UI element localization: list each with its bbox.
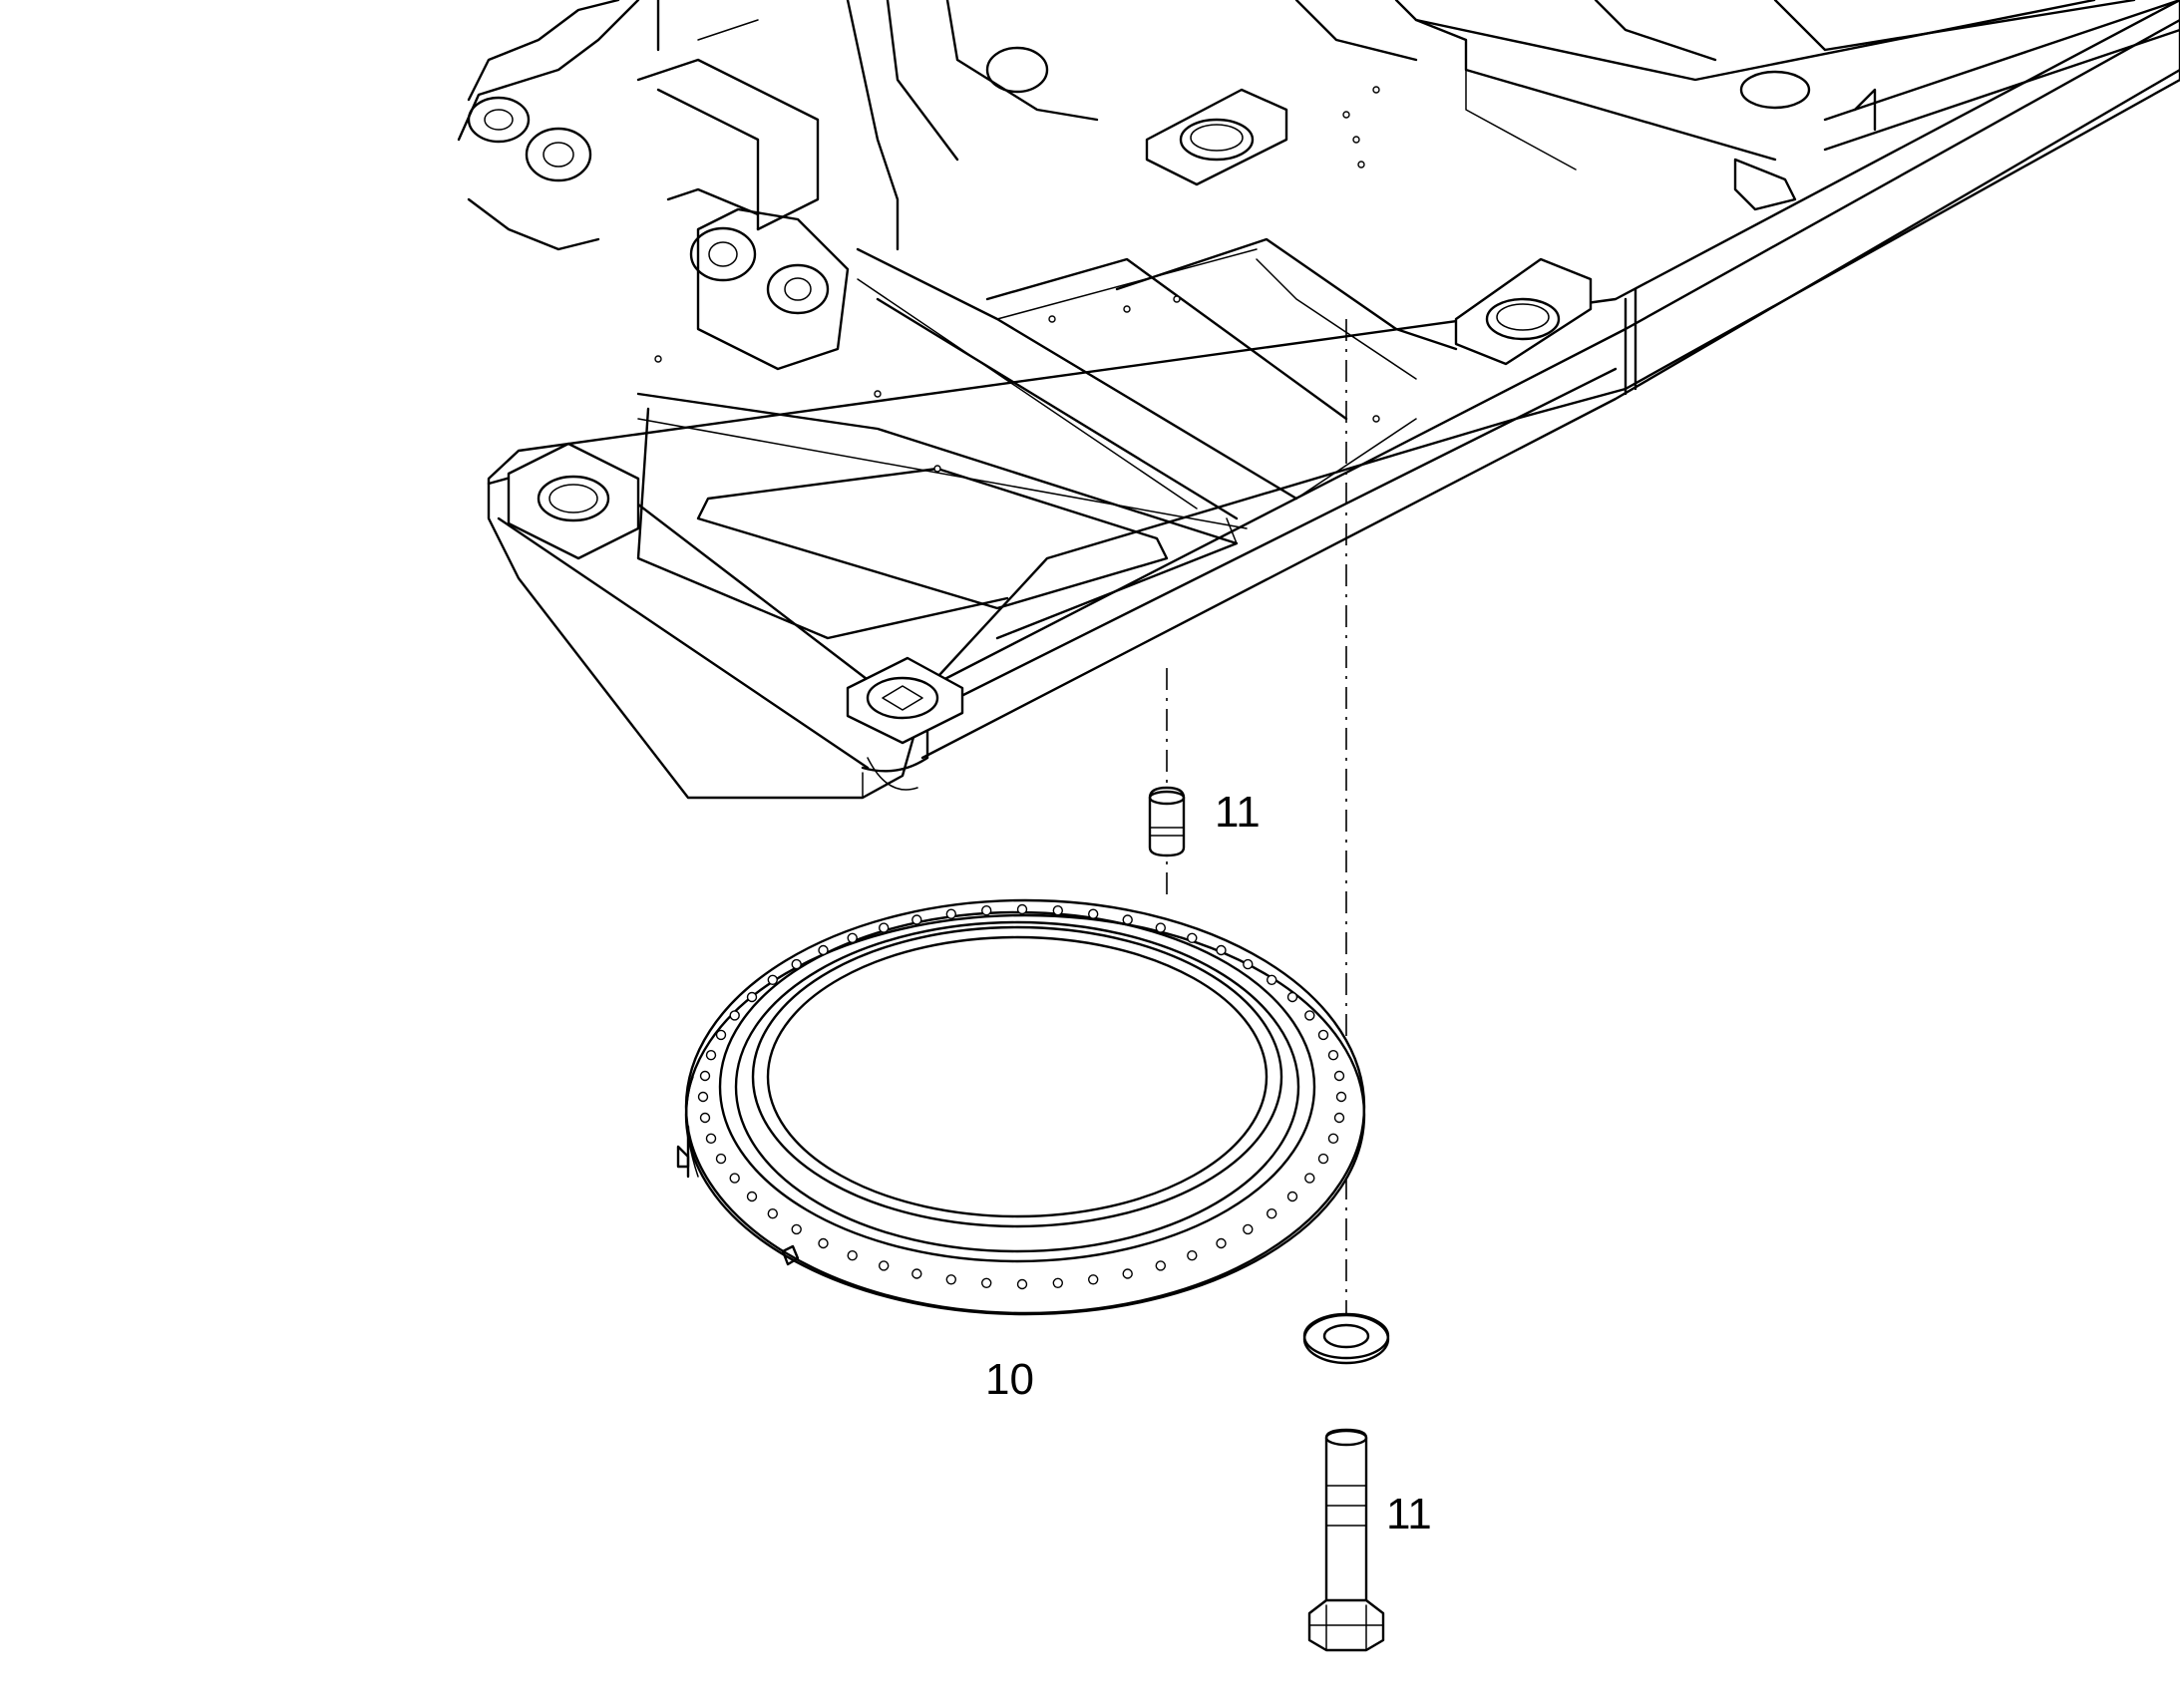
- ring-hole: [1266, 1207, 1277, 1219]
- ring-hole: [1155, 922, 1167, 933]
- ring-hole: [1266, 974, 1277, 985]
- ring-hole: [1087, 1274, 1099, 1285]
- ring-hole: [699, 1112, 711, 1124]
- ring-hole: [1087, 908, 1099, 919]
- ring-hole: [1333, 1112, 1345, 1124]
- callout-pin: 11: [1215, 788, 1261, 837]
- ring-hole: [1016, 1278, 1028, 1290]
- ring-hole: [1304, 1010, 1315, 1021]
- ring-hole: [1304, 1173, 1315, 1184]
- ring-hole: [767, 974, 778, 985]
- ring-hole: [1052, 1277, 1064, 1289]
- ring-hole: [1243, 958, 1254, 970]
- ring-hole: [1187, 1249, 1198, 1261]
- ring-hole: [1327, 1049, 1339, 1061]
- ring-hole: [1317, 1029, 1329, 1041]
- ring-hole: [705, 1133, 717, 1145]
- ring-hole: [847, 932, 858, 943]
- ring-hole: [945, 1274, 956, 1285]
- ring-hole: [1216, 1237, 1227, 1249]
- ring-hole: [1016, 903, 1028, 915]
- ring-hole: [818, 1237, 829, 1249]
- ring-hole: [729, 1173, 740, 1184]
- ring-hole: [1335, 1091, 1347, 1103]
- slewing-ring-icon: [676, 898, 1366, 1316]
- ring-hole: [1327, 1133, 1339, 1145]
- ring-hole: [879, 1260, 890, 1271]
- ring-hole: [1052, 905, 1064, 916]
- ring-hole: [1286, 1191, 1298, 1202]
- ring-hole: [945, 908, 956, 919]
- washer-icon: [1302, 1312, 1390, 1365]
- ring-hole: [715, 1029, 727, 1041]
- ring-hole: [981, 1277, 992, 1289]
- ring-hole: [1286, 991, 1298, 1003]
- ring-hole: [705, 1049, 717, 1061]
- ring-hole: [729, 1010, 740, 1021]
- ring-hole: [879, 922, 890, 933]
- ring-hole: [1155, 1260, 1167, 1271]
- ring-hole: [818, 944, 829, 956]
- ring-hole: [981, 905, 992, 916]
- ring-bolt-holes: [697, 903, 1347, 1290]
- ring-hole: [1317, 1153, 1329, 1165]
- hex-bolt-icon: [1307, 1428, 1385, 1652]
- ring-hole: [911, 1268, 922, 1279]
- undercarriage-frame-icon: [457, 0, 2180, 800]
- callout-slewing-ring: 10: [985, 1355, 1034, 1404]
- ring-hole: [1122, 1268, 1133, 1279]
- ring-hole: [767, 1207, 778, 1219]
- ring-hole: [699, 1070, 711, 1082]
- ring-hole: [1333, 1070, 1345, 1082]
- dowel-pin-icon: [1148, 786, 1186, 857]
- callout-bolt: 11: [1386, 1490, 1432, 1538]
- ring-hole: [1243, 1223, 1254, 1235]
- ring-hole: [791, 1223, 802, 1235]
- ring-hole: [911, 914, 922, 925]
- ring-hole: [1187, 932, 1198, 943]
- ring-hole: [715, 1153, 727, 1165]
- ring-hole: [791, 958, 802, 970]
- ring-hole: [1122, 914, 1133, 925]
- ring-hole: [746, 991, 758, 1003]
- ring-hole: [1216, 944, 1227, 956]
- ring-hole: [697, 1091, 709, 1103]
- ring-hole: [847, 1249, 858, 1261]
- ring-hole: [746, 1191, 758, 1202]
